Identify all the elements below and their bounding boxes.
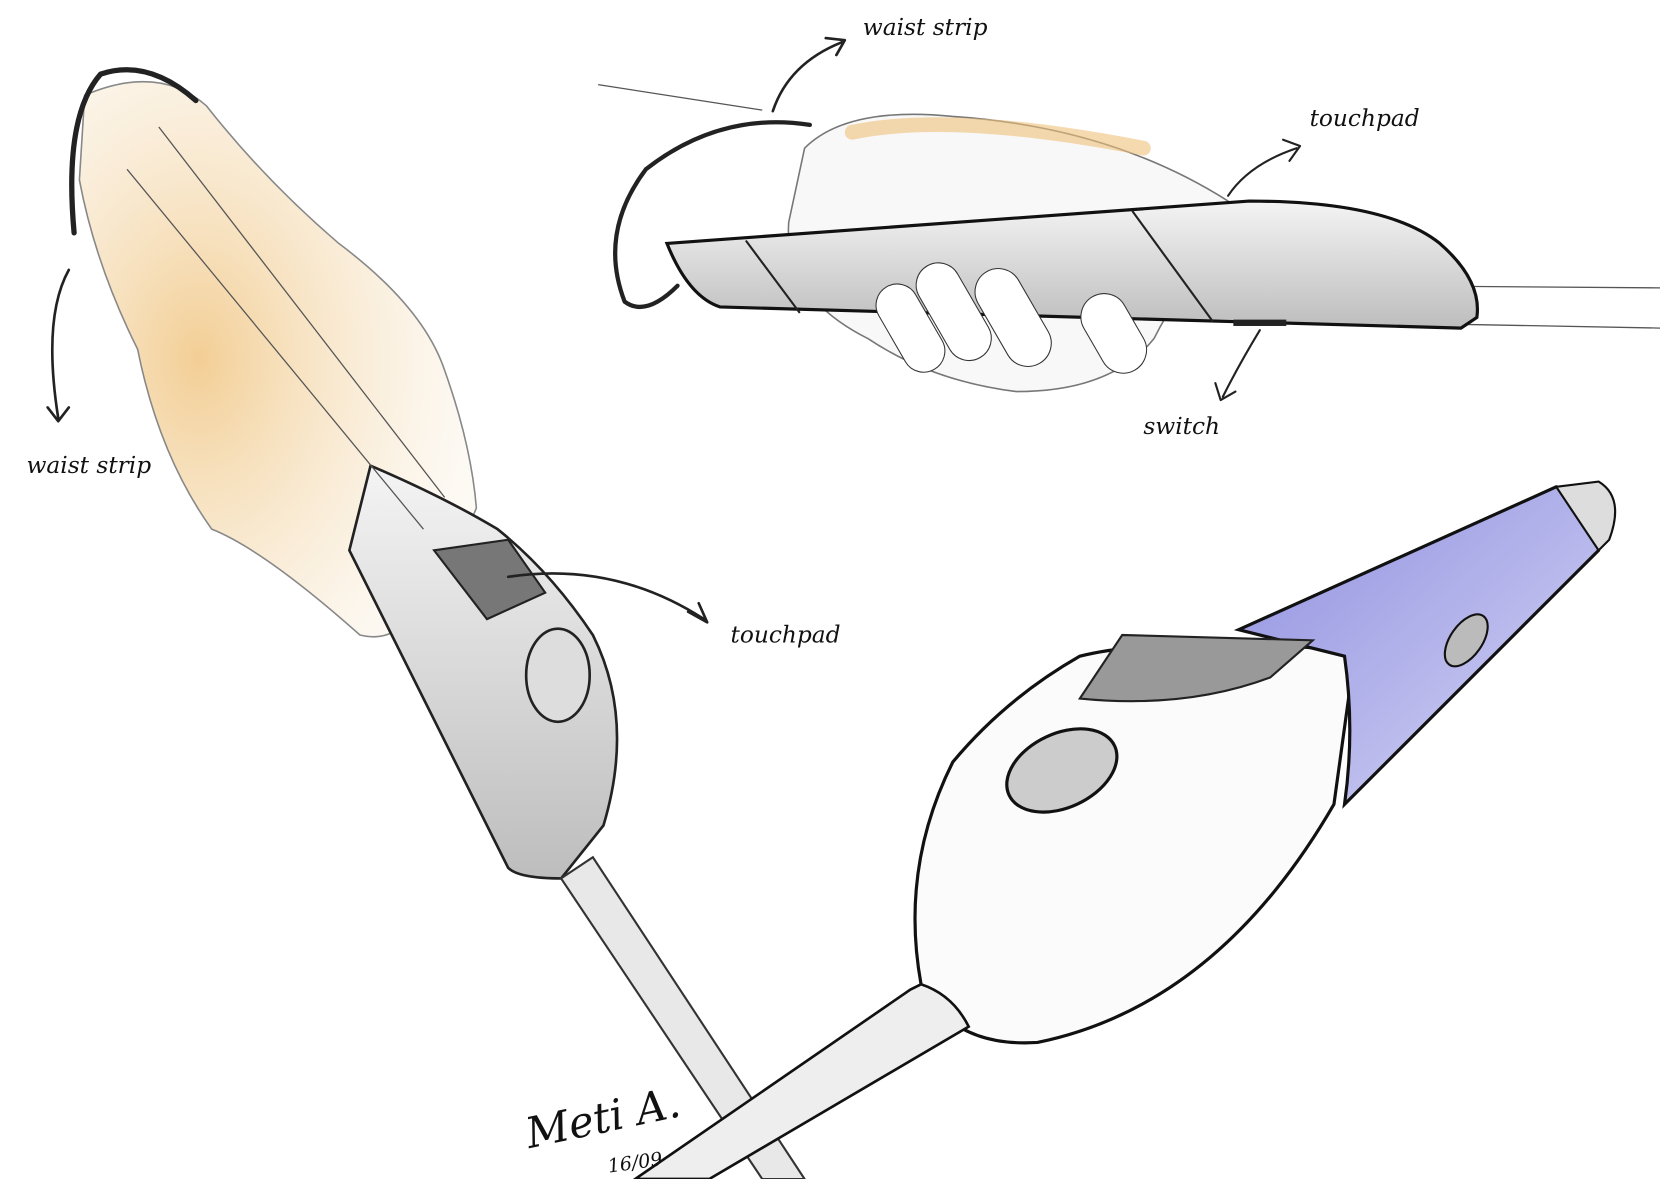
label-left-touchpad: touchpad	[730, 621, 840, 648]
bottom-device-head	[913, 642, 1357, 1045]
top-device-switch	[1233, 319, 1287, 326]
left-device-button	[524, 627, 592, 724]
label-left-waist-strip: waist strip	[26, 452, 151, 479]
signature-name: Meti A.	[520, 1078, 684, 1159]
top-fingers	[875, 262, 1148, 374]
left-device-touchpad	[432, 538, 547, 621]
bottom-device-button	[1005, 727, 1119, 814]
left-device-body	[347, 463, 619, 880]
left-device-pole	[559, 855, 806, 1179]
arrow-top-waist-strip	[771, 36, 847, 113]
top-device-body	[664, 199, 1480, 330]
label-top-touchpad: touchpad	[1310, 105, 1420, 132]
left-waist-strip-band	[69, 67, 199, 236]
top-sketch-hand-and-device	[598, 84, 1660, 393]
bottom-device-touchpad	[1077, 633, 1316, 703]
bottom-device-tip	[1554, 480, 1617, 553]
label-top-waist-strip: waist strip	[863, 14, 988, 41]
arrow-left-touchpad	[506, 572, 709, 624]
top-waist-strip-band	[613, 120, 813, 310]
arrow-top-touchpad	[1227, 138, 1302, 197]
bottom-right-device	[632, 480, 1617, 1179]
left-sketch-hand-and-device	[69, 67, 806, 1179]
bottom-device-side-button	[1443, 613, 1489, 668]
arrow-top-switch	[1214, 329, 1261, 402]
bottom-device-pole	[632, 982, 971, 1179]
arrow-left-waist-strip	[46, 268, 71, 423]
annotation-arrows	[46, 36, 1302, 624]
signature: Meti A. 16/09	[520, 1078, 684, 1178]
label-top-switch: switch	[1143, 413, 1220, 440]
